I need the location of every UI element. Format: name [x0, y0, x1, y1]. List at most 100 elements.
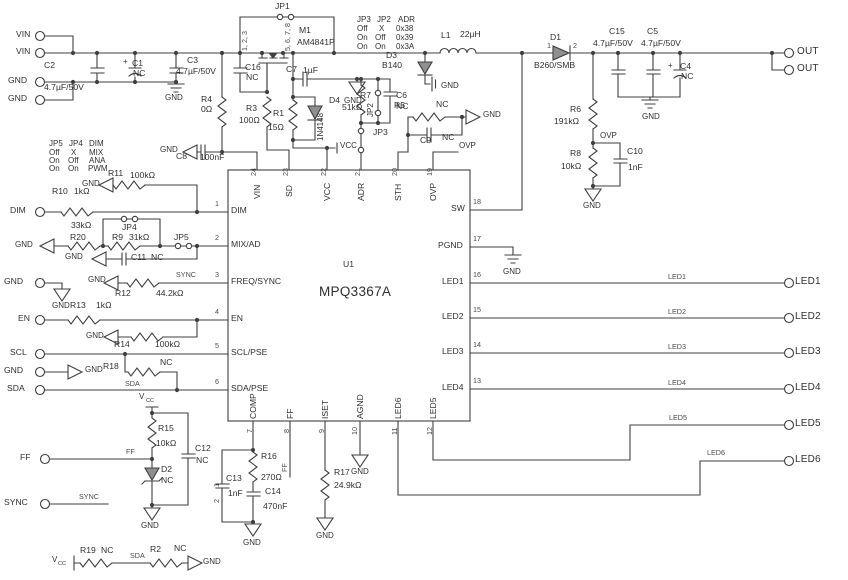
terminal-scl-label: SCL	[10, 347, 27, 357]
res-r11-value: 100kΩ	[130, 170, 156, 180]
res-r14-ref: R14	[114, 339, 130, 349]
wire-c16-r3-gate	[239, 52, 290, 171]
diode-d3	[417, 61, 437, 92]
resistor-r5	[412, 112, 446, 122]
gnd-flag-r14	[102, 329, 119, 345]
res-r17-value: 24.9kΩ	[334, 480, 362, 490]
net-led4-label: LED4	[668, 378, 686, 387]
cap-c7-value: 1µF	[303, 65, 318, 75]
net-ff-label-2: FF	[280, 463, 289, 472]
table-dim-r2c1: On	[49, 156, 60, 165]
res-r16-value: 270Ω	[261, 472, 282, 482]
resistor-r17	[320, 469, 330, 501]
resistor-r3	[262, 96, 272, 128]
res-r1-value: 15Ω	[268, 122, 284, 132]
capacitor-c12	[181, 453, 196, 459]
res-r7-ref: R7	[360, 90, 371, 100]
cap-c1-value: NC	[133, 68, 146, 78]
cap-c5-ref: C5	[647, 26, 658, 36]
jumper-jp4-pin2	[131, 215, 139, 223]
wire-input-and-output-rails	[44, 35, 785, 101]
ic-pin22-name: VCC	[322, 182, 332, 201]
cap-c4-ref: C4	[680, 61, 691, 71]
terminal-ff-label: FF	[20, 452, 31, 462]
gnd-c14-label: GND	[243, 538, 261, 547]
terminal-gnd4-label: GND	[4, 365, 24, 375]
gnd-r14-label: GND	[86, 331, 104, 340]
gnd-flag-c11	[90, 251, 107, 267]
table-dim-h2: JP4	[69, 139, 83, 148]
diode-d1-pin2: 2	[573, 41, 577, 50]
capacitor-c13	[215, 483, 230, 489]
cap-c5-value: 4.7µF/50V	[641, 38, 681, 48]
wire-r4-c8-vin-pin	[196, 52, 258, 171]
resistor-r4	[217, 96, 227, 128]
resistor-r6	[588, 98, 598, 130]
ic-pin9-number: 9	[317, 429, 326, 433]
inductor-l1	[439, 47, 477, 54]
capacitor-c7	[302, 71, 308, 87]
gnd-flag-mix	[38, 238, 55, 254]
jumper-jp4-pin1	[120, 215, 128, 223]
res-r16-ref: R16	[261, 451, 277, 461]
net-led5-label: LED5	[669, 413, 687, 422]
terminal-led4-label: LED4	[795, 382, 821, 393]
ic-pin1-name: DIM	[231, 205, 247, 215]
terminal-out2-label: OUT	[797, 63, 819, 74]
gnd-flag-r6r8	[583, 188, 603, 202]
gnd-flag-agnd	[350, 454, 370, 468]
table-adr-h3: ADR	[398, 15, 415, 24]
res-r3-ref: R3	[246, 103, 257, 113]
ic-pin7-number: 7	[245, 429, 254, 433]
terminal-gnd4	[34, 366, 46, 378]
cap-c10-ref: C10	[627, 146, 643, 156]
cap-c10-value: 1nF	[628, 162, 643, 172]
diode-d2-value: NC	[161, 475, 174, 485]
vcc1-symbol-sub: CC	[146, 398, 155, 404]
resistor-r8	[588, 147, 598, 179]
table-adr-r2c3: 0x39	[396, 33, 414, 42]
cap-c13-value: 1nF	[228, 488, 243, 498]
diode-d1-ref: D1	[550, 32, 561, 42]
jumper-jp5-pin2	[185, 242, 193, 250]
res-r4-ref: R4	[201, 94, 212, 104]
jumper-jp1-pin1	[276, 13, 284, 21]
res-r17-ref: R17	[334, 467, 350, 477]
capacitor-c2	[90, 67, 105, 74]
diode-d1-pin1: 1	[547, 41, 551, 50]
ic-pin10-number: 10	[350, 427, 359, 435]
terminal-vin2	[34, 47, 46, 59]
table-dim-r1c3: MIX	[89, 148, 104, 157]
gnd-earth-outcaps	[641, 99, 659, 109]
cap-c8-value: 100nF	[200, 152, 225, 162]
jumper-jp3-label: JP3	[373, 127, 388, 137]
jumper-jp3-pin2	[357, 146, 365, 154]
res-r20-value: 33kΩ	[71, 220, 92, 230]
cap-c3-value: 4.7µF/50V	[176, 66, 216, 76]
capacitor-c14	[246, 491, 261, 497]
table-dim-r3c1: On	[49, 164, 60, 173]
capacitor-c1	[128, 67, 142, 77]
resistor-r11	[112, 180, 146, 190]
gnd-r2-label: GND	[203, 557, 221, 566]
gnd-freq-label: GND	[52, 301, 70, 310]
gnd-c7-label: GND	[344, 96, 362, 105]
table-dim-h1: JP5	[49, 139, 63, 148]
ic-pin6-name: SDA/PSE	[231, 383, 269, 393]
table-dim-r1c2: X	[71, 148, 77, 157]
diode-d4	[307, 105, 323, 121]
jumper-jp4-label: JP4	[122, 222, 137, 232]
res-r13-value: 1kΩ	[96, 300, 112, 310]
net-ovp-label-2: OVP	[600, 131, 617, 140]
terminal-out1	[783, 47, 795, 59]
jumper-jp2-pin1	[374, 89, 382, 97]
ic-pin5-number: 5	[215, 341, 219, 350]
ic-pin7-name: COMP	[248, 393, 258, 419]
net-sda-label-1: SDA	[125, 379, 140, 388]
gnd-earth-c3	[167, 83, 185, 93]
res-r12-value: 44.2kΩ	[156, 288, 184, 298]
gnd-mix-label: GND	[15, 240, 33, 249]
ind-l1-ref: L1	[441, 30, 451, 40]
wire-vcc-subcircuit	[292, 52, 338, 171]
vcc2-symbol-sub: CC	[58, 561, 67, 567]
